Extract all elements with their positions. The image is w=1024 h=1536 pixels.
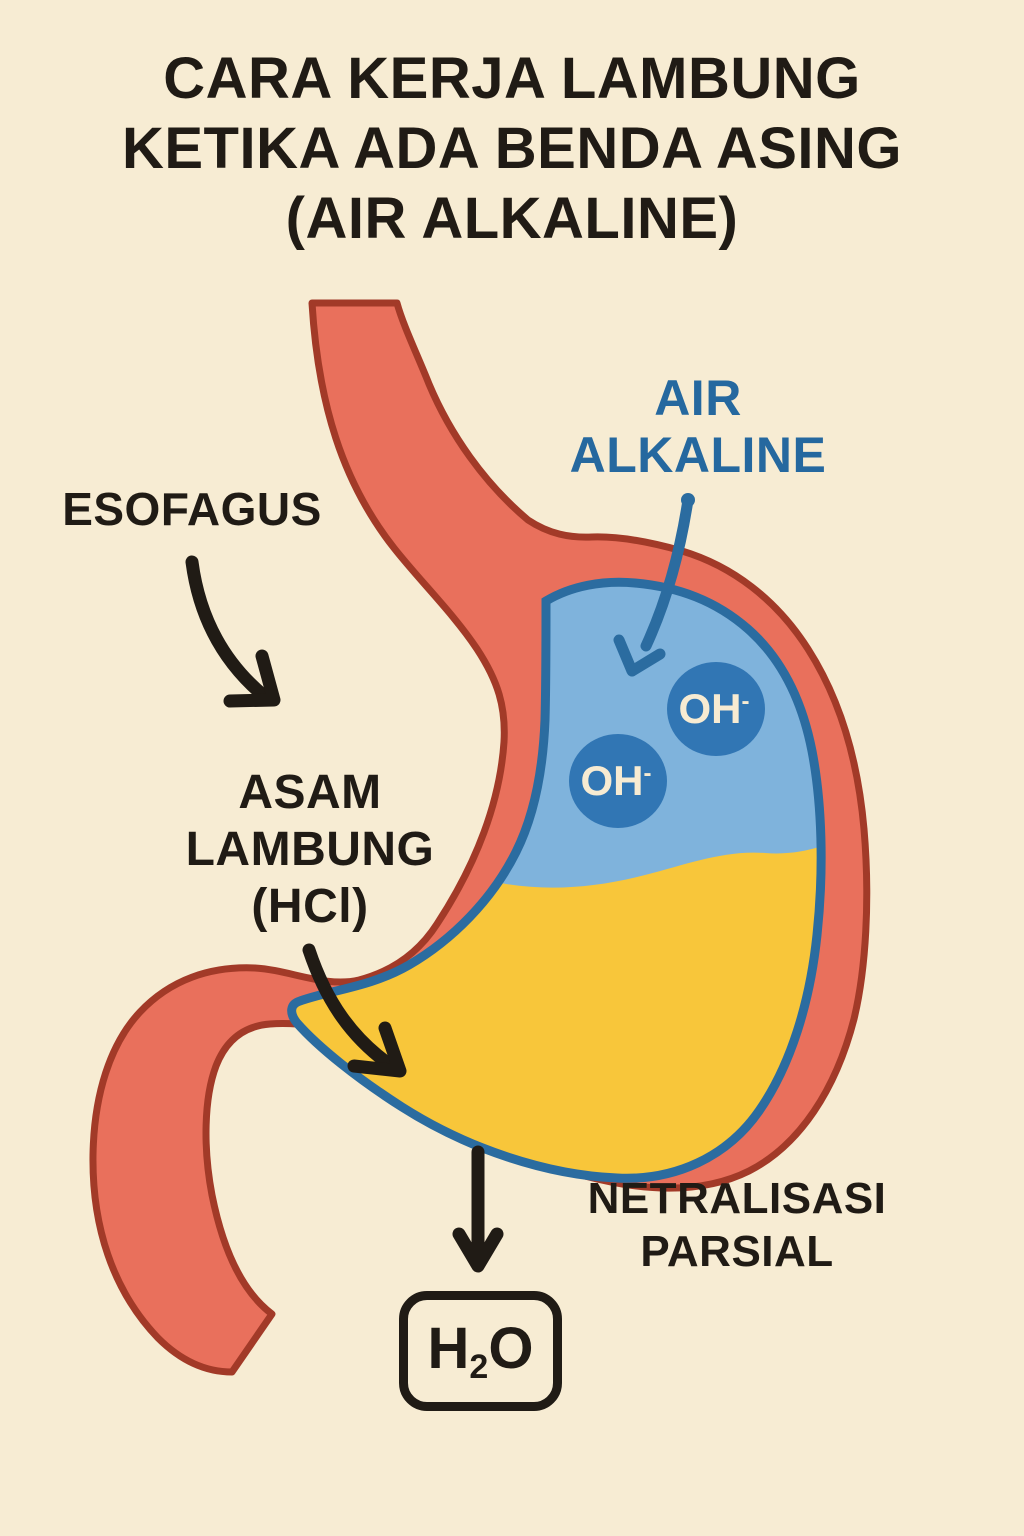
hydroxide-ion-2 bbox=[569, 734, 667, 828]
stomach-cavity-outline bbox=[287, 577, 826, 1183]
alkaline-arrow bbox=[613, 493, 695, 677]
hydroxide-ion-1 bbox=[667, 662, 765, 756]
acid-label-line-2: LAMBUNG bbox=[185, 823, 435, 876]
hydroxide-charge-1: - bbox=[741, 688, 750, 715]
hydroxide-label-1: OH- bbox=[679, 685, 750, 733]
alkaline-label-line-1: AIR bbox=[654, 370, 742, 426]
h2o-subscript: 2 bbox=[469, 1348, 489, 1386]
alkaline-label: AIR ALKALINE bbox=[548, 370, 848, 484]
acid-arrow bbox=[302, 943, 407, 1078]
h2o-h: H bbox=[427, 1316, 470, 1381]
acid-label: ASAM LAMBUNG (HCl) bbox=[150, 764, 470, 935]
hydroxide-symbol-1: OH bbox=[678, 685, 742, 732]
acid-label-line-3: (HCl) bbox=[251, 880, 369, 933]
title-line-3: (AIR ALKALINE) bbox=[285, 186, 739, 251]
hydroxide-label-2: OH- bbox=[581, 757, 652, 805]
neutralization-label-line-2: PARSIAL bbox=[640, 1227, 834, 1276]
acid-label-line-1: ASAM bbox=[238, 766, 382, 819]
neutralization-label: NETRALISASI PARSIAL bbox=[557, 1172, 917, 1278]
esophagus-arrow bbox=[185, 555, 281, 708]
hydroxide-symbol-2: OH bbox=[580, 757, 644, 804]
hydroxide-charge-2: - bbox=[643, 760, 652, 787]
h2o-box: H2O bbox=[399, 1291, 562, 1411]
title-line-1: CARA KERJA LAMBUNG bbox=[163, 46, 861, 111]
result-arrow bbox=[452, 1145, 504, 1273]
neutralization-label-line-1: NETRALISASI bbox=[587, 1174, 887, 1223]
alkaline-label-line-2: ALKALINE bbox=[569, 427, 827, 483]
h2o-text: H2O bbox=[428, 1315, 534, 1387]
page-title: CARA KERJA LAMBUNG KETIKA ADA BENDA ASIN… bbox=[0, 44, 1024, 254]
title-line-2: KETIKA ADA BENDA ASING bbox=[121, 116, 903, 181]
h2o-o: O bbox=[488, 1316, 534, 1381]
esophagus-label: ESOFAGUS bbox=[62, 483, 322, 535]
